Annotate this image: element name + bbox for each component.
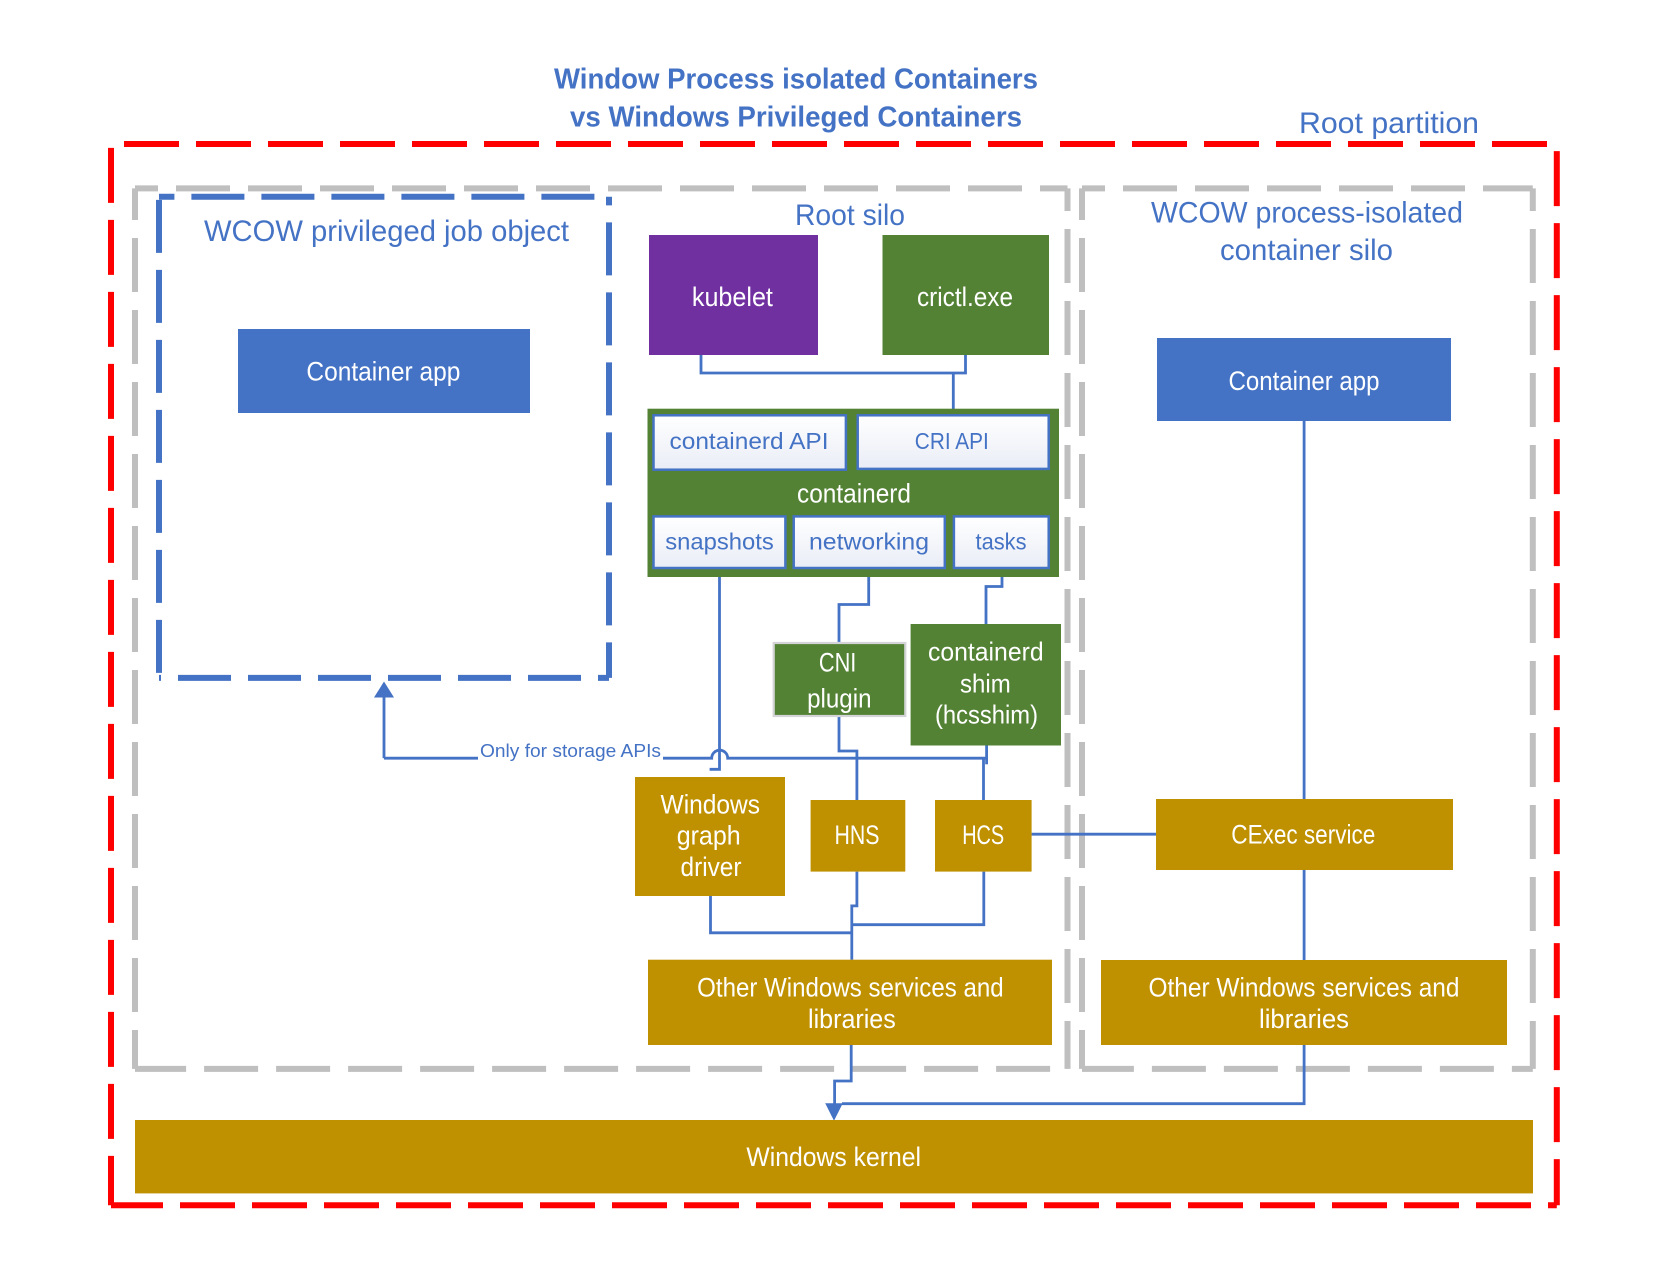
svg-text:Only for storage APIs: Only for storage APIs — [480, 741, 661, 761]
svg-text:containerd: containerd — [797, 479, 911, 509]
svg-text:driver: driver — [681, 852, 742, 882]
svg-text:WCOW process-isolated: WCOW process-isolated — [1151, 197, 1463, 230]
svg-text:Container app: Container app — [306, 357, 460, 387]
svg-text:CRI API: CRI API — [915, 428, 989, 454]
svg-text:snapshots: snapshots — [665, 529, 774, 555]
svg-text:Other Windows services and: Other Windows services and — [697, 973, 1004, 1003]
svg-text:networking: networking — [809, 529, 929, 555]
svg-text:kubelet: kubelet — [692, 282, 774, 312]
svg-text:CExec service: CExec service — [1231, 819, 1375, 849]
svg-text:WCOW privileged job object: WCOW privileged job object — [204, 215, 570, 248]
svg-text:HNS: HNS — [835, 820, 880, 850]
svg-text:HCS: HCS — [962, 820, 1004, 850]
svg-text:Root partition: Root partition — [1299, 107, 1479, 140]
svg-text:shim: shim — [960, 668, 1011, 698]
svg-text:Other Windows services and: Other Windows services and — [1149, 973, 1460, 1003]
svg-text:containerd API: containerd API — [670, 428, 829, 454]
svg-text:libraries: libraries — [1259, 1004, 1349, 1034]
svg-text:Windows kernel: Windows kernel — [746, 1142, 921, 1172]
svg-text:Container app: Container app — [1229, 366, 1380, 396]
svg-text:plugin: plugin — [807, 684, 871, 714]
svg-text:vs Windows Privileged Containe: vs Windows Privileged Containers — [570, 102, 1022, 134]
svg-text:Root silo: Root silo — [795, 199, 905, 232]
svg-text:tasks: tasks — [976, 529, 1027, 555]
svg-text:graph: graph — [677, 821, 741, 851]
svg-text:container silo: container silo — [1220, 234, 1393, 267]
svg-text:libraries: libraries — [808, 1004, 896, 1034]
svg-text:Windows: Windows — [661, 790, 761, 820]
svg-text:CNI: CNI — [819, 648, 857, 678]
svg-text:containerd: containerd — [928, 637, 1044, 667]
svg-text:crictl.exe: crictl.exe — [917, 282, 1013, 312]
svg-text:(hcsshim): (hcsshim) — [935, 700, 1038, 730]
svg-text:Window Process isolated Contai: Window Process isolated Containers — [554, 64, 1038, 96]
